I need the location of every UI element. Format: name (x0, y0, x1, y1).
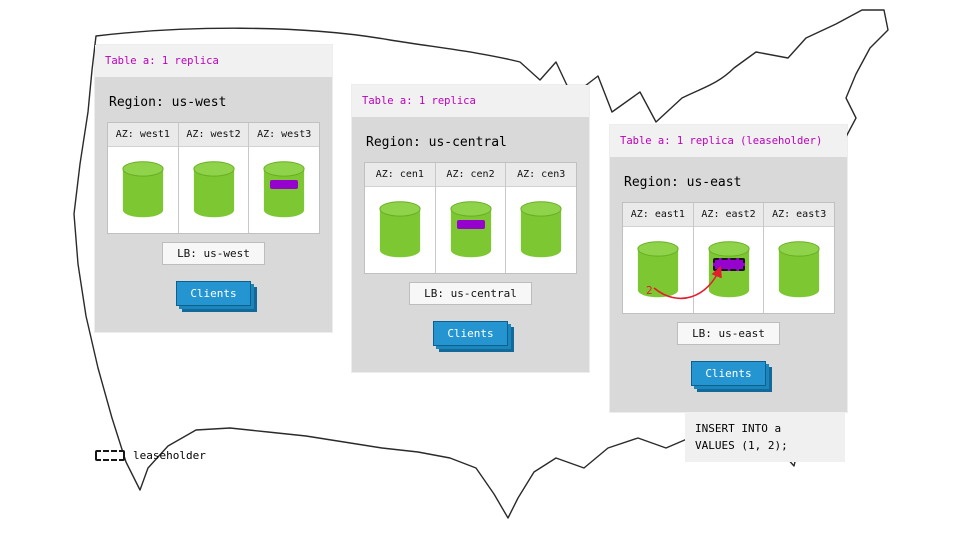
region-title: Region: us-central (366, 135, 507, 150)
region-panel-us-west: Table a: 1 replica Region: us-west AZ: w… (95, 45, 332, 332)
az-node (249, 147, 319, 233)
az-column-west3: AZ: west3 (249, 123, 320, 233)
replica-bar (456, 220, 485, 229)
az-column-cen1: AZ: cen1 (365, 163, 436, 273)
database-cylinder-icon (122, 161, 164, 218)
sql-insert-note: INSERT INTO a VALUES (1, 2); (685, 412, 845, 463)
load-balancer-us-east: LB: us-east (677, 322, 780, 345)
az-group: AZ: west1 AZ: west2 AZ: west (107, 122, 320, 234)
az-column-west2: AZ: west2 (178, 123, 250, 233)
load-balancer-us-west: LB: us-west (162, 242, 265, 265)
region-panel-us-east: Table a: 1 replica (leaseholder) Region:… (610, 125, 847, 412)
az-node (764, 227, 834, 313)
az-node (179, 147, 249, 233)
region-panel-us-central: Table a: 1 replica Region: us-central AZ… (352, 85, 589, 372)
database-cylinder-icon (778, 241, 820, 298)
az-label: AZ: east3 (764, 203, 835, 227)
database-cylinder-icon (520, 201, 562, 258)
az-label: AZ: west2 (178, 123, 249, 147)
database-cylinder-icon (379, 201, 421, 258)
az-node (506, 187, 576, 273)
sql-line: VALUES (1, 2); (695, 439, 788, 453)
az-group: AZ: cen1 AZ: cen2 AZ: cen3 (364, 162, 577, 274)
az-column-east3: AZ: east3 (764, 203, 835, 313)
az-column-cen3: AZ: cen3 (506, 163, 577, 273)
legend-label: leaseholder (133, 449, 206, 462)
az-label: AZ: cen2 (435, 163, 506, 187)
database-cylinder-icon (637, 241, 679, 298)
legend-leaseholder: leaseholder (95, 449, 206, 462)
region-title: Region: us-west (109, 95, 227, 110)
az-node (623, 227, 693, 313)
leaseholder-replica-bar (712, 258, 745, 271)
replica-bar (270, 180, 299, 189)
az-column-east2: AZ: east2 (693, 203, 765, 313)
az-node (694, 227, 764, 313)
sql-line: INSERT INTO a (695, 422, 782, 435)
load-balancer-us-central: LB: us-central (409, 282, 532, 305)
az-label: AZ: cen3 (506, 163, 577, 187)
az-column-east1: AZ: east1 (623, 203, 694, 313)
az-node (108, 147, 178, 233)
clients-button[interactable]: Clients (176, 281, 251, 306)
table-replica-label: Table a: 1 replica (352, 85, 589, 117)
az-label: AZ: cen1 (365, 163, 435, 187)
az-label: AZ: west3 (249, 123, 320, 147)
table-replica-label: Table a: 1 replica (leaseholder) (610, 125, 847, 157)
database-cylinder-icon (192, 161, 235, 218)
az-column-west1: AZ: west1 (108, 123, 179, 233)
az-label: AZ: west1 (108, 123, 178, 147)
database-cylinder-icon (263, 161, 305, 218)
region-title: Region: us-east (624, 175, 742, 190)
database-cylinder-icon (449, 201, 492, 258)
az-node (365, 187, 435, 273)
az-label: AZ: east1 (623, 203, 693, 227)
insert-value-label: 2 (646, 284, 653, 297)
clients-button[interactable]: Clients (433, 321, 508, 346)
table-replica-label: Table a: 1 replica (95, 45, 332, 77)
panel-body: Region: us-central AZ: cen1 AZ: cen2 (352, 117, 589, 370)
panel-body: Region: us-west AZ: west1 AZ: west2 (95, 77, 332, 330)
az-group: AZ: east1 AZ: east2 AZ: east (622, 202, 835, 314)
az-node (436, 187, 506, 273)
clients-button[interactable]: Clients (691, 361, 766, 386)
az-label: AZ: east2 (693, 203, 764, 227)
az-column-cen2: AZ: cen2 (435, 163, 507, 273)
leaseholder-swatch-icon (95, 450, 125, 461)
